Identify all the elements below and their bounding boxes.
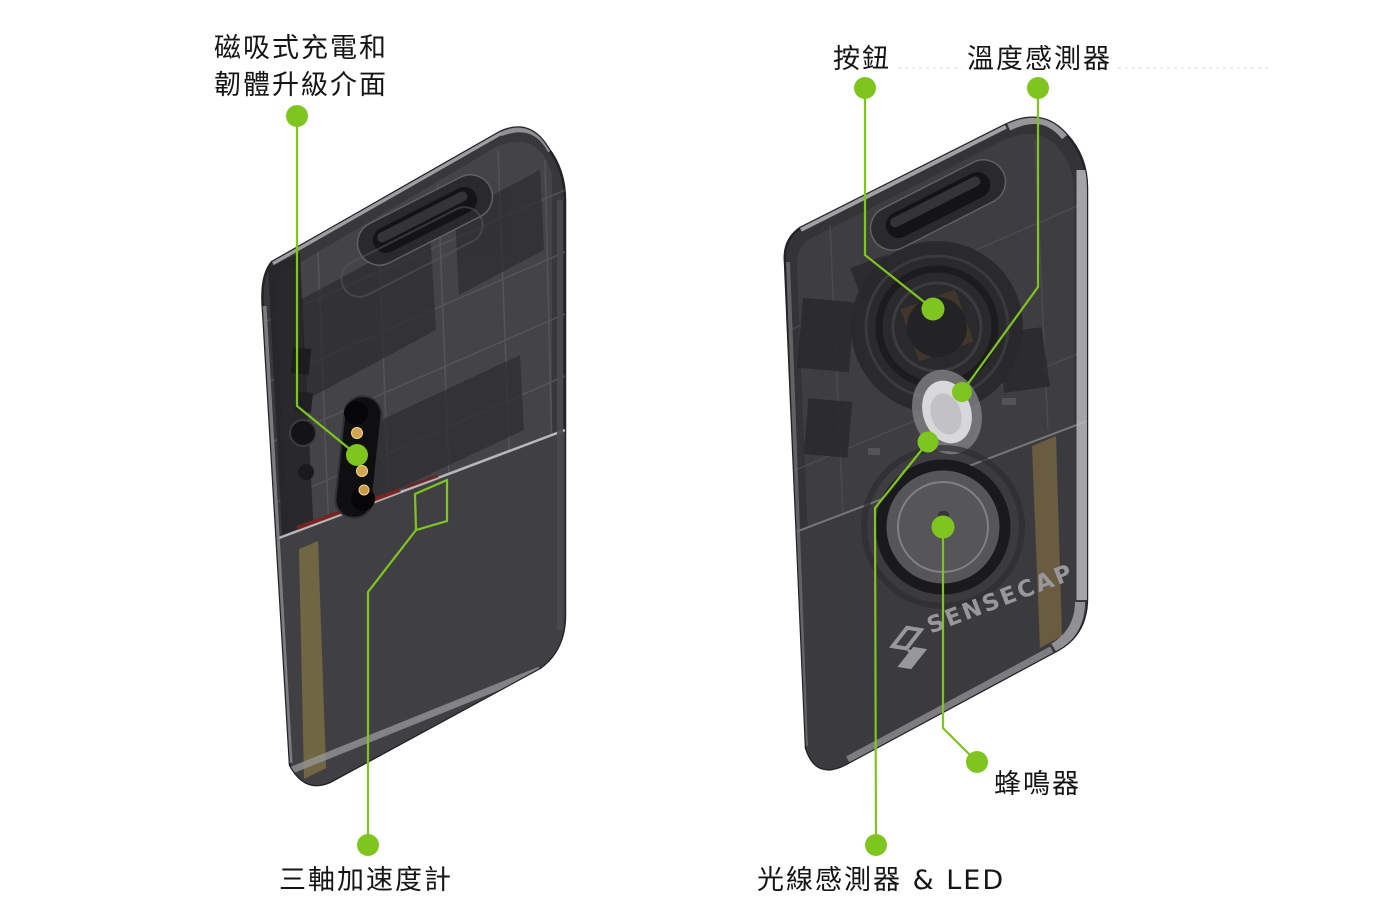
callout-line-buzzer	[941, 527, 978, 763]
green-callout-dot-buzzer-target	[931, 515, 955, 539]
callout-line-magnetic-charging	[295, 116, 358, 456]
green-callout-dot-light-sensor-target	[917, 431, 939, 453]
label-accelerometer: 三軸加速度計	[279, 865, 453, 896]
green-callout-dot-button-label	[854, 77, 876, 99]
green-callout-dot-button-target	[921, 297, 945, 321]
label-temperature-sensor: 溫度感測器	[967, 44, 1112, 75]
green-callout-dot-temperature-target	[952, 382, 972, 402]
label-magnetic-charging-line2: 韌體升級介面	[214, 70, 388, 101]
right-device-lanyard-slot	[869, 159, 1007, 251]
label-button: 按鈕	[833, 44, 891, 75]
label-magnetic-charging-line1: 磁吸式充電和	[214, 33, 388, 64]
left-device-battery	[279, 430, 565, 786]
callouts	[286, 67, 1268, 856]
label-light-sensor-led: 光線感測器 & LED	[757, 865, 1006, 896]
label-magnetic-charging: 磁吸式充電和韌體升級介面	[214, 30, 388, 104]
callout-line-temperature	[961, 88, 1040, 393]
callout-line-light-sensor	[873, 441, 929, 846]
label-buzzer: 蜂鳴器	[994, 769, 1081, 800]
left-device-illustration	[261, 126, 567, 787]
green-callout-dot-temperature-label	[1027, 77, 1049, 99]
left-device-lanyard-slot	[340, 174, 494, 298]
green-callout-dot-buzzer-label	[966, 751, 988, 773]
green-callout-dot-accelerometer-label	[357, 834, 379, 856]
green-callout-dot-magnetic-charging-label	[286, 105, 308, 127]
green-callout-dot-light-sensor-label	[865, 834, 887, 856]
right-device-button-speaker	[851, 241, 1023, 413]
green-callout-dot-magnetic-charging-target	[346, 444, 368, 466]
callout-line-button	[863, 88, 934, 310]
seeed-logo-mark	[889, 625, 928, 670]
callout-line-accelerometer	[366, 529, 417, 845]
